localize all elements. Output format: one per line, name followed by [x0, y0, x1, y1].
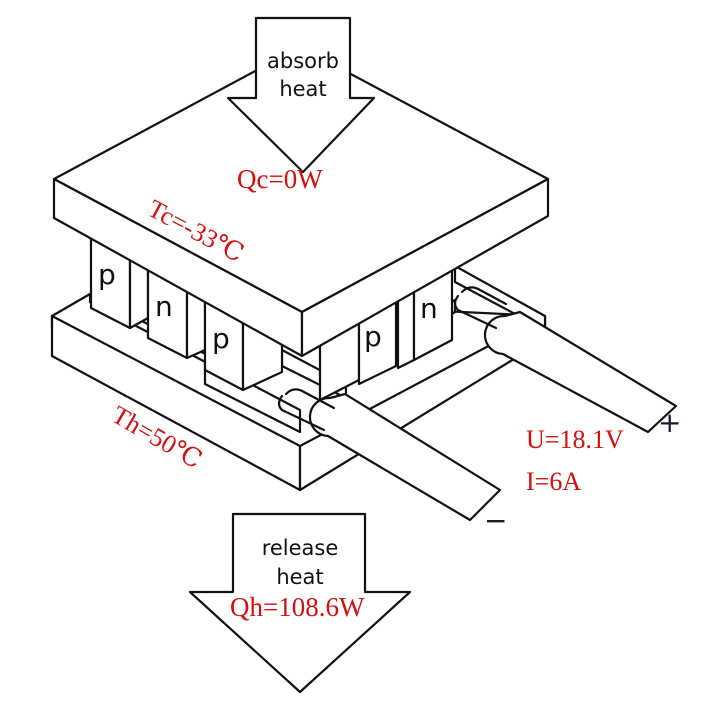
leg-p-1: p — [89, 236, 150, 330]
release-heat-label-line2: heat — [276, 565, 323, 589]
release-heat-arrow: release heat — [188, 512, 412, 694]
absorb-heat-label-line1: absorb — [267, 49, 339, 73]
qh-value: Qh=108.6W — [230, 592, 365, 622]
leg-label: n — [155, 290, 173, 323]
negative-terminal-label: − — [484, 504, 507, 537]
current-label: I=6A — [526, 467, 581, 496]
voltage-label: U=18.1V — [526, 425, 624, 454]
absorb-heat-arrow: absorb heat — [226, 16, 376, 174]
leg-label: p — [212, 322, 230, 355]
positive-wire — [453, 286, 678, 434]
qc-value: Qc=0W — [237, 164, 323, 194]
leg-label: n — [420, 292, 438, 325]
leg-label: p — [364, 320, 382, 353]
release-heat-label-line1: release — [262, 536, 339, 560]
leg-label: p — [98, 258, 116, 291]
negative-wire — [277, 388, 502, 522]
leg-n-2: n — [396, 268, 454, 370]
top-ceramic-plate — [52, 45, 550, 358]
positive-terminal-label: + — [658, 406, 681, 439]
absorb-heat-label-line2: heat — [279, 77, 326, 101]
